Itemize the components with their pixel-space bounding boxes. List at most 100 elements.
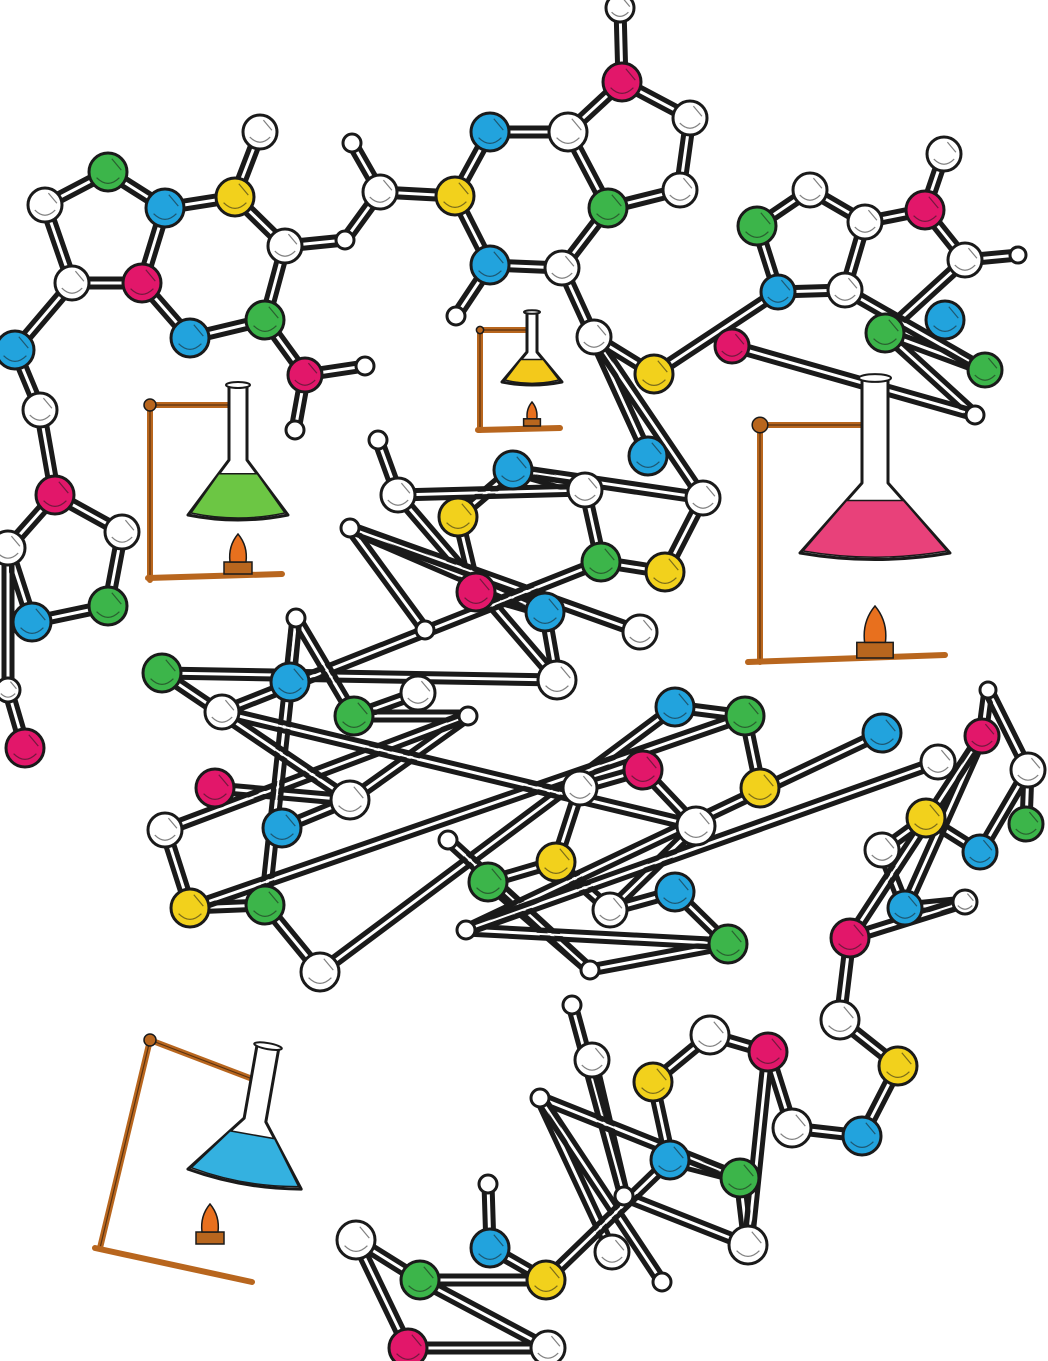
atom [946,241,984,279]
atom [103,513,141,551]
atom [1009,751,1047,789]
bond [186,709,749,915]
atom [573,1041,611,1079]
atom [4,727,46,769]
atom [354,355,376,377]
atom [0,529,27,567]
atom [661,171,699,209]
bond [565,1001,631,1200]
retort-stand [745,416,948,665]
atom [905,797,947,839]
atom [141,652,183,694]
bond [536,1091,744,1185]
atom [284,419,306,441]
atom [399,674,437,712]
bond [463,923,731,951]
atom [203,693,241,731]
atom [924,299,966,341]
atom [21,391,59,429]
bond [159,666,560,687]
atom [529,1087,551,1109]
bond [218,705,700,833]
atom [445,305,467,327]
atom [724,695,766,737]
bond [844,731,988,943]
atom [632,1061,674,1103]
atom [529,1329,567,1361]
flask-yellow-small [475,309,564,433]
atom [469,111,511,153]
atom [736,205,778,247]
flask [186,1041,303,1191]
flask [798,373,952,561]
atom [829,917,871,959]
bond [405,1341,551,1355]
atom [335,1219,377,1261]
atom [535,841,577,883]
atom [361,173,399,211]
atom [1008,245,1028,265]
bunsen-burner [223,532,253,575]
atom [739,767,781,809]
atom [367,429,389,451]
bond [540,1154,676,1286]
atom [579,959,601,981]
atom [904,189,946,231]
flask-green-left [143,381,290,583]
atom [919,743,957,781]
bond [395,483,588,502]
atom [689,1014,731,1056]
bunsen-burner [856,604,894,659]
atom [0,329,36,371]
atom [34,474,76,516]
atom [387,1327,429,1361]
flask-layer [92,309,952,1285]
atom [566,471,604,509]
atom [633,353,675,395]
atom [285,607,307,629]
atom [543,249,581,287]
atom [146,811,184,849]
atom [341,132,363,154]
bond [588,332,709,503]
atom [575,318,613,356]
atom [399,1259,441,1301]
bunsen-burner [195,1202,225,1245]
atom [53,264,91,302]
atom [214,176,256,218]
bond [840,284,990,376]
bond [620,1189,752,1252]
atom [961,833,999,871]
atom [536,659,578,701]
atom [0,676,22,704]
atom [286,356,324,394]
atom [675,805,717,847]
atom [244,884,286,926]
atom [434,175,476,217]
atom [604,0,636,24]
atom [654,686,696,728]
atom [121,262,163,304]
atom [713,327,751,365]
atom [651,1271,673,1293]
atom [864,312,906,354]
atom [707,923,749,965]
atom [978,680,998,700]
retort-stand [475,325,563,433]
atom [886,889,924,927]
flask-blue-bottom [92,1033,303,1285]
bond [1,545,15,693]
atom [587,187,629,229]
bond [415,1273,553,1355]
atom [455,571,497,613]
atom [791,171,829,209]
atom [759,273,797,311]
atom [437,829,459,851]
atom [684,479,722,517]
atom [547,111,589,153]
atom [841,1115,883,1157]
atom [269,661,311,703]
atom [525,1259,567,1301]
